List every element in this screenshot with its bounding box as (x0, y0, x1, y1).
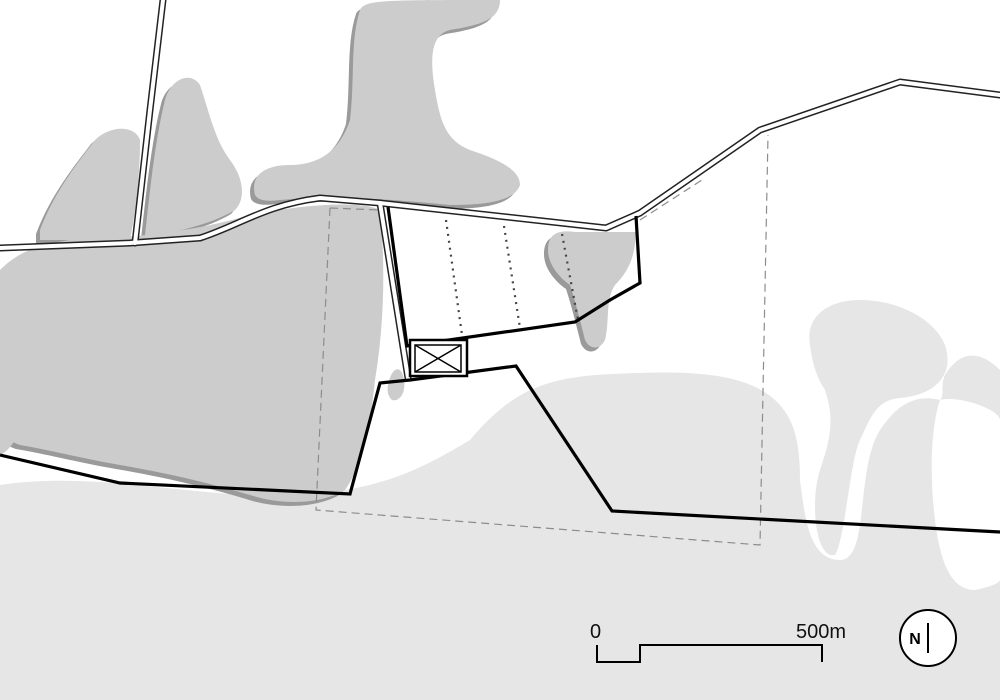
forest-patch-west-lobe (0, 385, 20, 455)
study-area-outline (315, 134, 769, 546)
north-road (133, 0, 165, 245)
forest-patch-northwest-2 (145, 77, 242, 239)
light-region-blob (809, 300, 948, 556)
building-marker (408, 338, 469, 378)
light-region-east (940, 355, 1000, 420)
forest-layer (0, 0, 636, 506)
forest-patch-east (548, 231, 636, 348)
forest-patch-small (387, 369, 405, 401)
main-road (0, 80, 1000, 250)
forest-patch-west (0, 204, 384, 502)
north-arrow: N (899, 609, 957, 667)
site-boundary (0, 206, 1000, 534)
light-region (0, 372, 1000, 700)
plot-divisions (444, 219, 580, 336)
scale-end-label: 500m (796, 621, 847, 643)
access-road (378, 201, 410, 380)
forest-patch-northwest-1 (40, 128, 140, 240)
parcel-boundary-south (0, 364, 1000, 534)
parcel-boundary-north (386, 206, 642, 348)
scale-bar (596, 644, 823, 663)
scale-start-label: 0 (590, 621, 602, 643)
light-region-layer (0, 300, 1000, 700)
forest-patch-north (254, 0, 520, 205)
roads (0, 0, 1000, 382)
north-letter: N (909, 631, 921, 648)
